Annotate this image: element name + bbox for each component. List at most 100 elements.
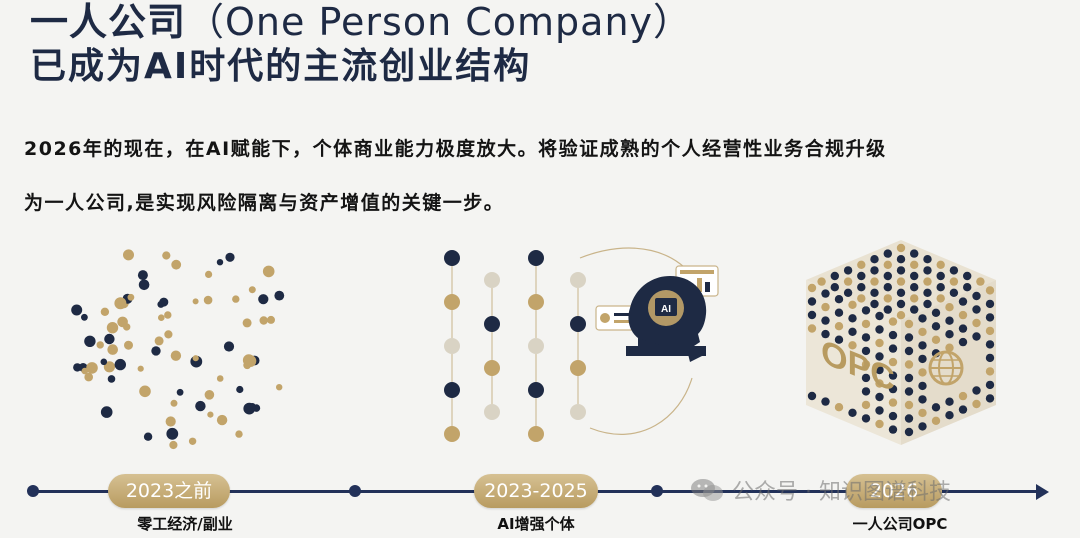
cube-right-dot xyxy=(985,367,995,376)
network-node xyxy=(570,360,586,376)
cube-left-dot xyxy=(875,419,884,429)
cube-right-dot xyxy=(945,343,954,352)
cube-left-dot xyxy=(875,406,884,415)
network-node xyxy=(484,316,500,332)
scatter-dot xyxy=(203,295,213,305)
cube-top-dot xyxy=(857,271,866,281)
cube-right-dot xyxy=(918,408,927,418)
page-title-line2: 已成为AI时代的主流创业结构 xyxy=(30,46,532,87)
scatter-dot xyxy=(192,298,199,305)
scatter-dot xyxy=(86,362,98,374)
cube-top-dot xyxy=(949,277,959,286)
cube-top-dot xyxy=(830,283,839,292)
cube-top-dot xyxy=(883,249,892,258)
scatter-dot xyxy=(242,318,252,328)
cube-left-dot xyxy=(848,314,857,323)
scatter-dot xyxy=(100,307,110,316)
cube-top-dot xyxy=(949,266,959,275)
cube-left-dot xyxy=(848,408,857,417)
scatter-dot xyxy=(151,346,161,356)
page-title-line1: 一人公司（One Person Company） xyxy=(30,0,692,44)
scatter-dot xyxy=(137,365,144,372)
cube-top-dot xyxy=(883,305,892,314)
scatter-dot xyxy=(235,430,243,438)
cube-left-dot xyxy=(875,365,884,375)
network-node xyxy=(444,294,460,310)
cube-right-dot xyxy=(918,368,927,377)
cube-left-dot xyxy=(861,387,871,396)
cube-left-dot xyxy=(888,384,898,394)
title-block: 一人公司（One Person Company） 已成为AI时代的主流创业结构 xyxy=(30,0,692,90)
stage-label-3: 一人公司OPC xyxy=(852,515,948,533)
cube-left-dot xyxy=(861,373,871,383)
cube-right-dot xyxy=(918,354,927,364)
cube-left-dot xyxy=(834,322,844,331)
stage-label-1: 零工经济/副业 xyxy=(137,515,233,533)
network-nodes xyxy=(444,250,586,442)
ai-chip-text: AI xyxy=(661,304,671,315)
timeline-dot xyxy=(27,485,39,497)
scatter-dot xyxy=(100,406,113,418)
network-node xyxy=(528,426,544,442)
cube-right-dot xyxy=(931,322,941,331)
cube-right-dot xyxy=(904,427,914,437)
cube-top-dot xyxy=(923,277,932,286)
cube-top-dot xyxy=(857,283,866,292)
cube-right-dot xyxy=(985,340,995,349)
scatter-dot xyxy=(127,293,135,301)
cube-right-dot xyxy=(904,360,914,369)
scatter-dot xyxy=(104,333,115,345)
cube-left-dot xyxy=(888,344,898,353)
network-node xyxy=(444,382,460,398)
scatter-dot xyxy=(276,384,283,391)
ai-head-icon: AI xyxy=(626,276,707,362)
cube-left-dot xyxy=(875,392,884,402)
cube-left-dot xyxy=(848,327,857,336)
cube-dots xyxy=(807,243,995,437)
scatter-dot xyxy=(216,259,224,266)
cube-top-dot xyxy=(910,260,919,269)
scatter-dot xyxy=(114,297,127,310)
cube-top-dot xyxy=(923,255,932,264)
profile-card-icon xyxy=(595,305,639,331)
scatter-dot xyxy=(170,350,182,361)
cube-right-dot xyxy=(972,291,981,301)
network-node xyxy=(570,272,586,288)
scatter-dot xyxy=(274,290,285,301)
network-node xyxy=(484,360,500,376)
scatter-dots-illustration xyxy=(71,249,285,450)
cube-right-dot xyxy=(985,286,995,295)
scatter-dot xyxy=(262,265,275,278)
scatter-dot xyxy=(107,375,116,383)
scatter-dot xyxy=(162,251,171,260)
cube-top-dot xyxy=(910,283,919,292)
cube-right-dot xyxy=(931,403,941,412)
scatter-dot xyxy=(225,252,235,262)
scatter-dot xyxy=(139,385,151,398)
cube-top-dot xyxy=(923,288,932,297)
scatter-dot xyxy=(81,313,88,321)
cube-top-dot xyxy=(896,277,906,286)
cube-right-dot xyxy=(985,380,995,390)
scatter-dot xyxy=(154,336,164,346)
scatter-dot xyxy=(124,340,133,350)
cube-right-dot xyxy=(972,305,981,314)
cube-left-dot xyxy=(861,306,871,315)
cube-right-dot xyxy=(985,394,995,403)
cube-left-dot xyxy=(834,335,844,344)
cube-left-dot xyxy=(834,295,844,304)
network-node xyxy=(484,272,500,288)
cube-top-dot xyxy=(910,271,919,281)
cube-top-dot xyxy=(857,294,866,303)
cube-left-dot xyxy=(807,310,817,320)
scatter-dot xyxy=(71,304,83,316)
cube-left-dot xyxy=(821,289,830,298)
scatter-dot xyxy=(164,330,173,339)
scatter-dot xyxy=(195,400,206,412)
cube-top-dot xyxy=(896,266,906,275)
cube-top-dot xyxy=(910,249,919,258)
cube-right-dot xyxy=(931,416,941,425)
cube-right-dot xyxy=(918,395,927,404)
timeline-dot xyxy=(349,485,361,497)
cube-top-dot xyxy=(896,288,906,297)
